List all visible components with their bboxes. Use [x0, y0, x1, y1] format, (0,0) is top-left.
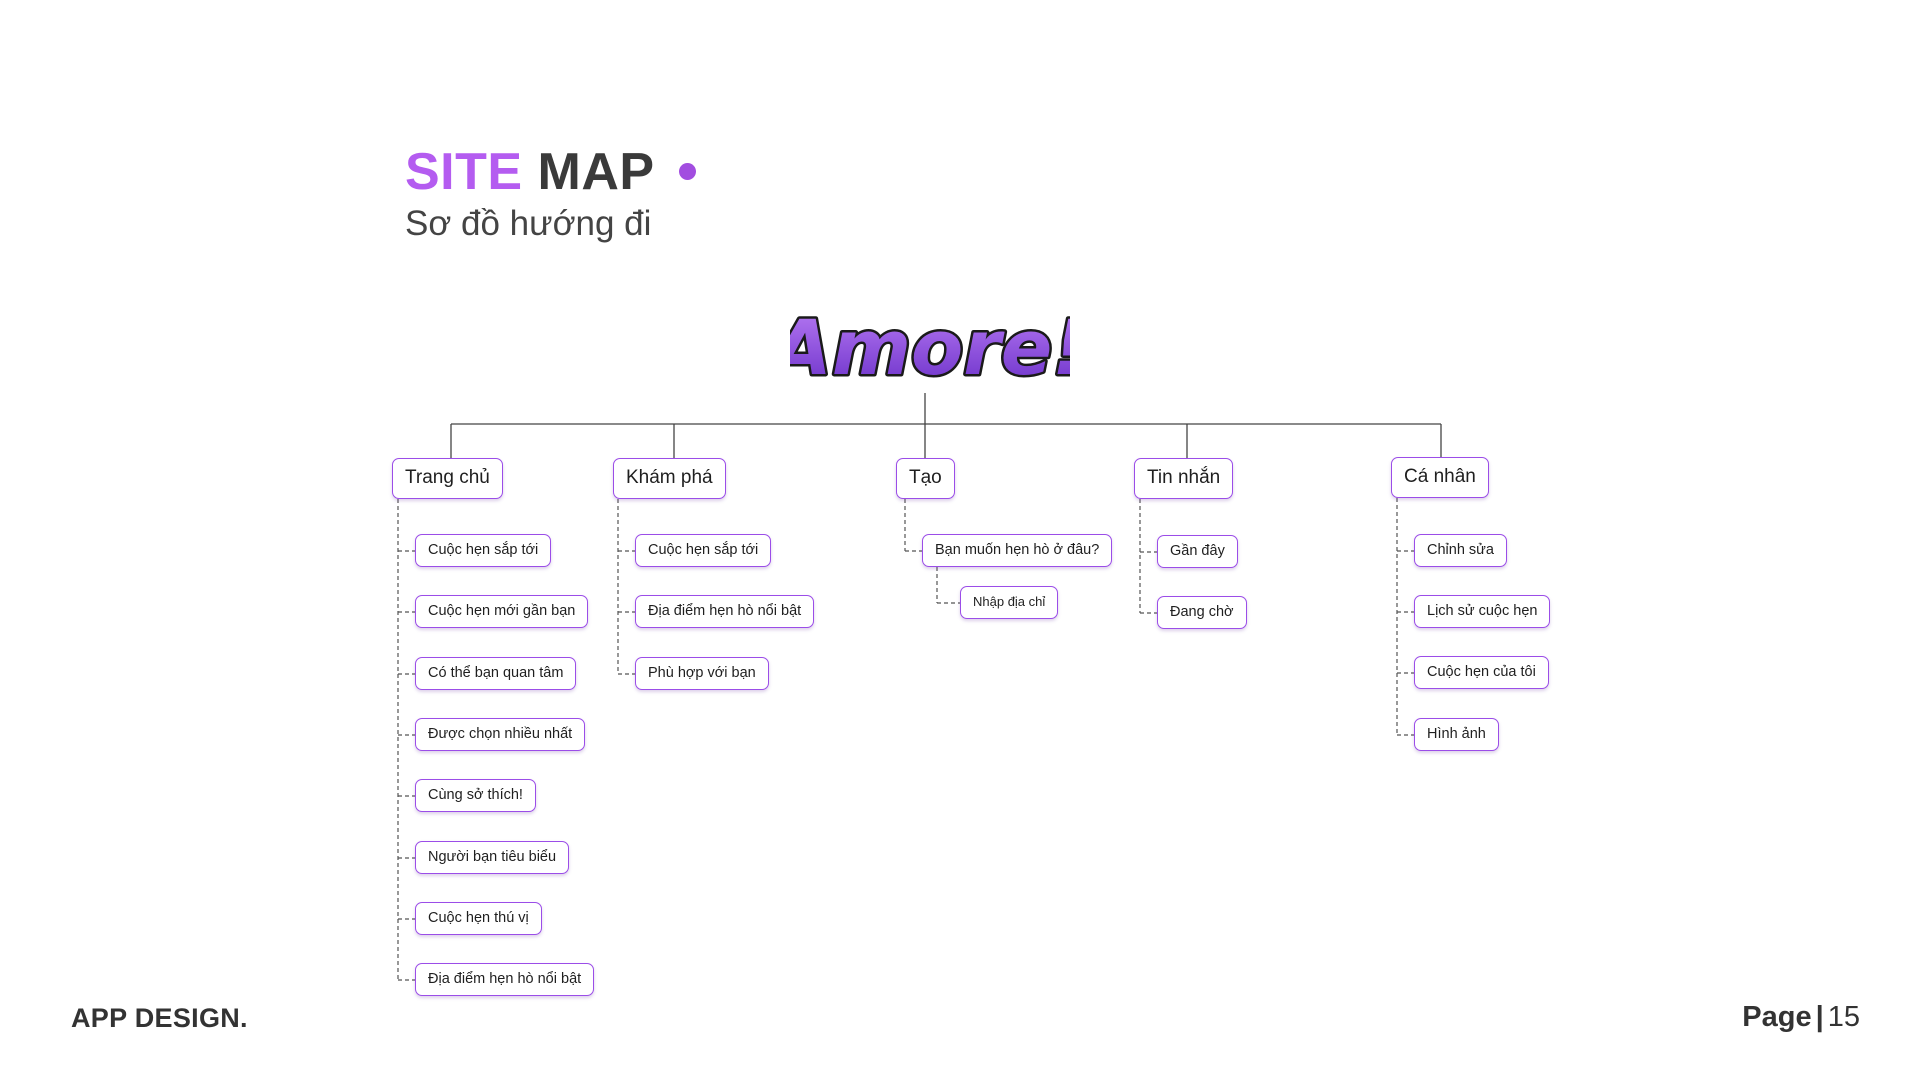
node-tin-nhan-child: Đang chờ — [1157, 596, 1247, 629]
amore-logo: Amore! — [790, 302, 1070, 392]
node-trang-chu-child: Địa điểm hẹn hò nổi bật — [415, 963, 595, 996]
title-main: MAP — [537, 143, 654, 201]
node-kham-pha: Khám phá — [613, 458, 726, 499]
node-ca-nhan-child: Cuộc hẹn của tôi — [1414, 656, 1549, 689]
node-trang-chu-child: Cuộc hẹn mới gần bạn — [415, 595, 589, 628]
node-trang-chu: Trang chủ — [392, 458, 503, 499]
node-tao-child: Bạn muốn hẹn hò ở đâu? — [922, 534, 1113, 567]
node-ca-nhan-child: Hình ảnh — [1414, 718, 1499, 751]
node-trang-chu-child: Được chọn nhiều nhất — [415, 718, 586, 751]
title-dot-icon — [678, 162, 696, 180]
node-kham-pha-child: Địa điểm hẹn hò nổi bật — [635, 595, 815, 628]
node-tin-nhan: Tin nhắn — [1134, 458, 1234, 499]
page-subtitle: Sơ đồ hướng đi — [405, 204, 652, 243]
title-accent: SITE — [405, 143, 523, 201]
page-number-value: 15 — [1827, 1001, 1860, 1033]
node-trang-chu-child: Cuộc hẹn sắp tới — [415, 534, 552, 567]
logo-text: Amore! — [790, 303, 1070, 392]
node-trang-chu-child: Người bạn tiêu biểu — [415, 841, 570, 874]
node-ca-nhan-child: Lịch sử cuộc hẹn — [1414, 595, 1551, 628]
node-tin-nhan-child: Gần đây — [1157, 535, 1238, 568]
node-trang-chu-child: Cùng sở thích! — [415, 779, 536, 812]
footer-app-design: APP DESIGN. — [71, 1003, 248, 1033]
page-number: Page|15 — [1742, 1001, 1860, 1034]
page-title: SITE MAP — [405, 146, 696, 198]
node-trang-chu-child: Cuộc hẹn thú vị — [415, 902, 542, 935]
node-tao: Tạo — [896, 458, 955, 499]
page-label: Page — [1742, 1001, 1812, 1033]
node-trang-chu-child: Có thể bạn quan tâm — [415, 657, 577, 690]
node-ca-nhan: Cá nhân — [1391, 457, 1489, 498]
node-tao-grandchild: Nhập địa chỉ — [960, 586, 1059, 619]
node-kham-pha-child: Phù hợp với bạn — [635, 657, 769, 690]
page-separator: | — [1815, 1001, 1824, 1033]
node-kham-pha-child: Cuộc hẹn sắp tới — [635, 534, 772, 567]
node-ca-nhan-child: Chỉnh sửa — [1414, 534, 1507, 567]
